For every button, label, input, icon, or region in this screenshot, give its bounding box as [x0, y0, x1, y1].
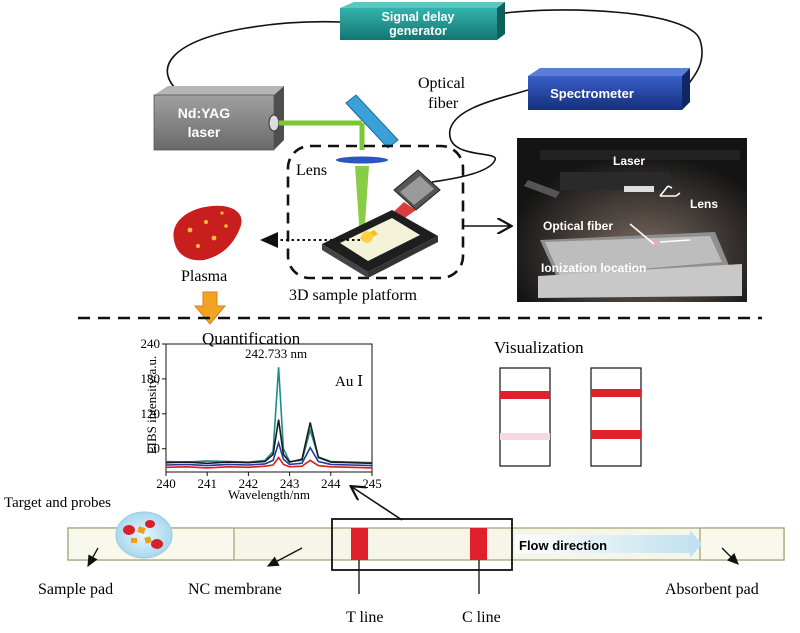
zoom-to-chart-arrow — [352, 487, 403, 521]
target-probes-icon — [115, 511, 173, 559]
laser-beam-green — [279, 120, 369, 238]
nc-membrane-pointer — [266, 547, 303, 567]
chart-plot-area — [165, 343, 373, 473]
lens-label: Lens — [296, 162, 327, 179]
signal-delay-generator-label-1: Signal delay — [382, 10, 455, 24]
x-tick-label: 241 — [197, 476, 217, 491]
c-line-label: C line — [462, 609, 501, 626]
plasma-label: Plasma — [181, 268, 227, 285]
strip-negative — [499, 367, 551, 467]
spectrometer-label: Spectrometer — [550, 86, 634, 101]
lens-element — [336, 156, 388, 164]
nd-yag-laser-label-2: laser — [188, 124, 221, 140]
chart-xlabel: Wavelength/nm — [228, 487, 310, 502]
sample-platform — [322, 210, 438, 278]
sample-platform-label: 3D sample platform — [289, 287, 418, 304]
sample-pad-pointer — [87, 547, 99, 568]
mirror — [345, 94, 399, 149]
spectrometer-box: Spectrometer — [528, 68, 690, 110]
strip-negative-c-band — [500, 391, 550, 399]
flow-direction-arrow — [515, 530, 702, 558]
absorbent-pad-pointer — [721, 547, 739, 565]
t-line-label: T line — [346, 609, 383, 626]
nd-yag-laser-box: Nd:YAG laser — [153, 86, 284, 151]
strip-negative-t-band — [500, 433, 550, 440]
chart-element-label: Au Ⅰ — [335, 374, 363, 390]
apparatus-photo: Laser Lens Optical fiber Ionization loca… — [517, 138, 747, 302]
chart-ylabel: LIBS intensity/a.u. — [144, 356, 159, 455]
visualization-label: Visualization — [494, 338, 584, 357]
optical-fiber-label-2: fiber — [428, 95, 459, 112]
zoom-box — [331, 518, 513, 571]
photo-optical-fiber-label: Optical fiber — [543, 219, 613, 233]
c-line-band — [470, 528, 487, 560]
lateral-flow-strip: Flow direction — [67, 527, 785, 561]
spectrum-series-2 — [165, 419, 373, 465]
cable-delay-to-spectrometer — [496, 9, 703, 86]
photo-ionization-location-label: Ionization location — [541, 261, 646, 275]
y-tick-label: 60 — [147, 441, 160, 456]
y-tick-label: 120 — [141, 406, 161, 421]
signal-delay-generator-label-2: generator — [389, 24, 447, 38]
chart-peak-label: 242.733 nm — [245, 346, 307, 361]
strip-positive — [590, 367, 642, 467]
libs-spectrum-chart: 240 241 242 243 244 245 60 120 180 240 LIBS inten… — [141, 336, 382, 502]
photo-lens-label: Lens — [690, 197, 718, 211]
quantification-label: Quantification — [202, 329, 301, 348]
optical-fiber-label-1: Optical — [418, 75, 466, 92]
target-probes-label: Target and probes — [4, 495, 111, 511]
t-line-band — [351, 528, 368, 560]
y-tick-label: 180 — [141, 371, 161, 386]
signal-delay-generator-box: Signal delay generator — [340, 2, 505, 40]
photo-laser-label: Laser — [613, 154, 645, 168]
strip-positive-t-band — [591, 430, 641, 439]
nd-yag-laser-label-1: Nd:YAG — [178, 105, 230, 121]
visualization-strips — [499, 367, 642, 467]
y-tick-label: 240 — [141, 336, 161, 351]
x-tick-label: 240 — [156, 476, 176, 491]
strip-positive-c-band — [591, 389, 641, 397]
absorbent-pad-label: Absorbent pad — [665, 581, 759, 598]
spectrum-series-3 — [165, 440, 373, 467]
x-tick-label: 244 — [321, 476, 341, 491]
optical-fiber-cable — [431, 89, 529, 183]
sample-pad-label: Sample pad — [38, 581, 113, 598]
cable-delay-to-laser — [166, 20, 341, 93]
x-tick-label: 242 — [239, 476, 259, 491]
nc-membrane-label: NC membrane — [188, 581, 282, 598]
spectrum-series-4 — [165, 456, 373, 469]
x-tick-label: 243 — [280, 476, 300, 491]
x-tick-label: 245 — [362, 476, 382, 491]
flow-direction-label: Flow direction — [519, 538, 607, 553]
plasma-icon — [173, 205, 242, 261]
orange-down-arrow — [193, 291, 227, 325]
